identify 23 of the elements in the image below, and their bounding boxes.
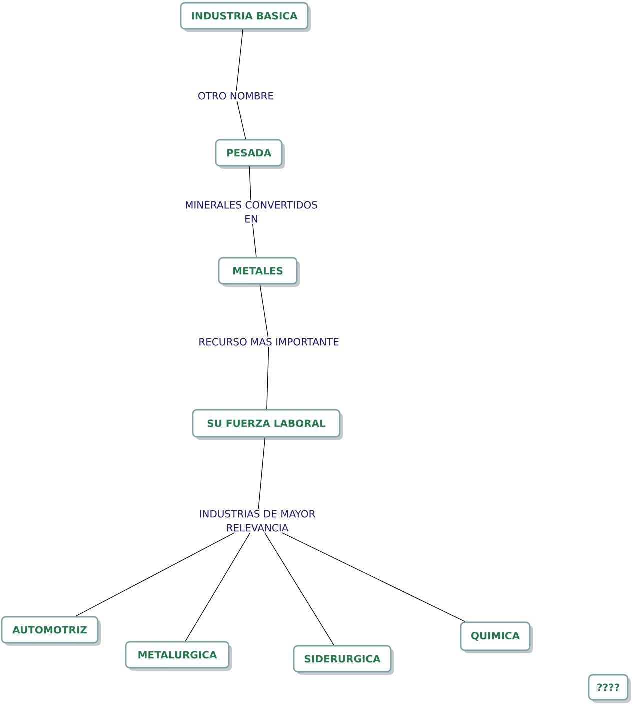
concept-box: METALURGICA <box>125 641 232 671</box>
connector-line <box>258 437 266 510</box>
connector-line <box>236 100 246 140</box>
connector-line <box>264 532 334 646</box>
connector-line <box>76 532 236 617</box>
concept-box: ???? <box>588 674 631 703</box>
concept-box: PESADA <box>215 139 285 169</box>
connector-line <box>282 532 466 622</box>
concept-box: QUIMICA <box>460 622 533 654</box>
concept-box: SU FUERZA LABORAL <box>192 409 343 440</box>
connector-line <box>236 29 244 92</box>
connector-line <box>266 346 270 410</box>
linking-phrase: MINERALES CONVERTIDOS EN <box>186 201 318 223</box>
concept-box: METALES <box>218 257 300 287</box>
connector-line <box>185 532 251 642</box>
concept-box: INDUSTRIA BASICA <box>180 2 311 32</box>
linking-phrase: INDUSTRIAS DE MAYOR RELEVANCIA <box>200 510 316 532</box>
connector-line <box>249 166 252 200</box>
concept-box: AUTOMOTRIZ <box>1 616 101 646</box>
connector-line <box>260 284 269 338</box>
linking-phrase: RECURSO MAS IMPORTANTE <box>200 338 339 346</box>
concept-box: SIDERURGICA <box>293 645 394 675</box>
linking-phrase: OTRO NOMBRE <box>198 92 274 100</box>
